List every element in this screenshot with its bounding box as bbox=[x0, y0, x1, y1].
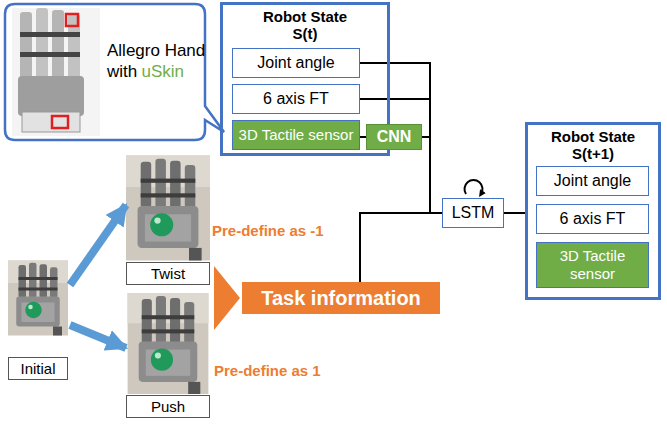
group-title: Robot State S(t) bbox=[253, 8, 357, 42]
task-value-note: Pre-define as -1 bbox=[212, 222, 324, 239]
photo-frame: Initial bbox=[8, 240, 68, 380]
node-text: CNN bbox=[377, 128, 412, 146]
node-text: Initial bbox=[8, 357, 68, 380]
node-text: LSTM bbox=[452, 204, 495, 222]
data-line bbox=[360, 63, 442, 213]
recurrent-loop bbox=[465, 180, 483, 194]
node-text: Task information bbox=[261, 287, 421, 309]
node-text: 3D Tactile sensor bbox=[541, 247, 644, 283]
robot-hand-photo bbox=[12, 8, 100, 136]
node-text: 6 axis FT bbox=[263, 90, 329, 108]
node-text: Joint angle bbox=[257, 54, 334, 72]
node-text: uSkin bbox=[141, 62, 184, 81]
node-text: 3D Tactile sensor bbox=[239, 126, 354, 144]
task-value-note: Pre-define as 1 bbox=[214, 362, 321, 379]
node-text: Twist bbox=[126, 262, 210, 285]
state-group: Robot State S(t) Joint angle 6 axis FT 3D T… bbox=[220, 2, 390, 156]
node-text: 6 axis FT bbox=[560, 210, 626, 228]
data-line bbox=[504, 212, 525, 214]
group-title: Robot State S(t+1) bbox=[541, 128, 645, 162]
photo-frame: Twist bbox=[126, 155, 210, 285]
push-photo bbox=[128, 293, 209, 394]
tactile-box: 3D Tactile sensor bbox=[232, 120, 360, 150]
lstm-box: LSTM bbox=[442, 198, 504, 228]
photo-callout: Allegro Hand withuSkin bbox=[5, 4, 223, 142]
node-text: Push bbox=[126, 395, 210, 418]
node-text: Joint angle bbox=[554, 172, 631, 190]
data-line bbox=[360, 99, 442, 213]
task-box: Task information bbox=[242, 282, 440, 314]
state-box: Joint angle bbox=[232, 48, 360, 78]
transition-arrow bbox=[70, 325, 126, 348]
callout-bubble bbox=[5, 4, 224, 140]
tactile-box: 3D Tactile sensor bbox=[536, 242, 649, 288]
state-box: 6 axis FT bbox=[232, 84, 360, 114]
state-box: 6 axis FT bbox=[536, 204, 649, 234]
state-group: Robot State S(t+1) Joint angle 6 axis FT 3D… bbox=[525, 122, 661, 300]
data-line bbox=[422, 137, 442, 213]
initial-photo bbox=[8, 261, 68, 336]
state-box: Joint angle bbox=[536, 166, 649, 196]
data-line bbox=[360, 213, 442, 282]
task-chevron bbox=[214, 266, 240, 330]
photo-frame: Push bbox=[126, 293, 210, 418]
twist-photo bbox=[126, 156, 210, 261]
cnn-box: CNN bbox=[366, 124, 422, 150]
transition-arrow bbox=[70, 205, 126, 285]
